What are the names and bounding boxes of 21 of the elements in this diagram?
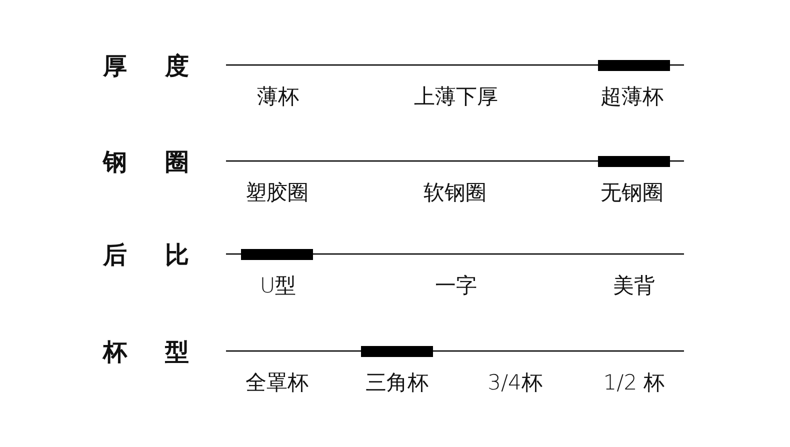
option-label: 超薄杯 [600,86,664,108]
marker-bar [598,60,670,70]
row-heading: 后比 [103,243,189,267]
option-label: 一字 [435,276,477,296]
option-label: 美背 [613,276,655,296]
option-label: 3/4杯 [488,372,542,394]
marker-bar [361,346,433,356]
marker-bar [241,248,313,260]
option-label: 三角杯 [366,372,428,394]
option-label: U型 [260,276,296,296]
option-label: 1/2 杯 [603,372,665,394]
option-label: 无钢圈 [600,182,664,204]
row-heading: 厚度 [103,54,189,78]
row-heading: 钢圈 [103,150,189,174]
option-label: 薄杯 [257,86,299,108]
option-label: 塑胶圈 [246,182,308,204]
option-label: 软钢圈 [424,182,486,204]
option-label: 全罩杯 [246,372,308,394]
row-heading: 杯型 [103,340,189,364]
option-label: 上薄下厚 [414,86,498,108]
marker-bar [598,156,670,166]
